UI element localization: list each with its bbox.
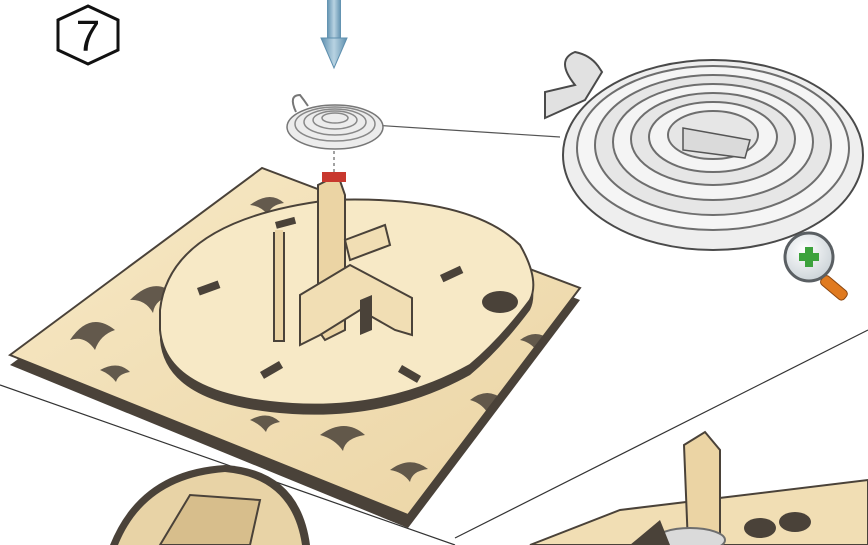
- zoom-leader-line: [372, 125, 560, 137]
- zoom-in-icon[interactable]: [785, 233, 849, 302]
- wooden-base-assembly: [10, 168, 580, 528]
- down-arrow-icon: [321, 0, 347, 68]
- spiral-spring-icon: [545, 52, 863, 250]
- step-number: 7: [76, 12, 100, 61]
- detail-assembly-right: [530, 432, 868, 545]
- step-badge: 7: [58, 6, 118, 64]
- spiral-spring-small: [287, 95, 383, 149]
- detail-callout-left: [110, 465, 310, 545]
